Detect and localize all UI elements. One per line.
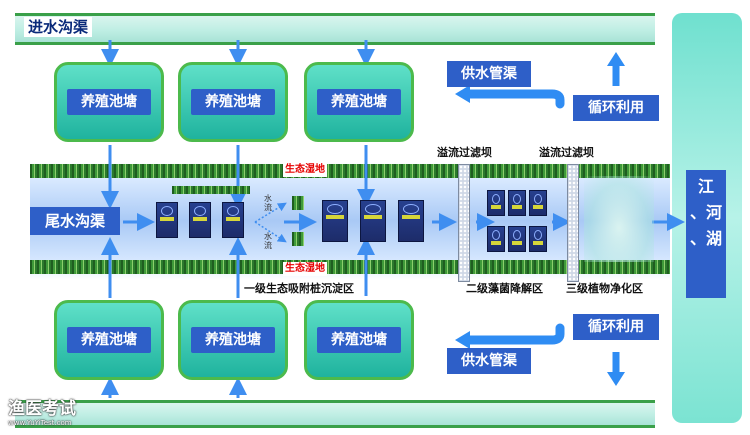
supply-pipe-label-bottom: 供水管渠 [447, 348, 531, 374]
algae-module [487, 226, 505, 252]
watermark-url: www.YuYiTest.com [8, 419, 72, 427]
destination-hu: 、湖 [689, 229, 722, 248]
algae-module [529, 190, 547, 216]
plant-purification-area [584, 176, 654, 262]
arrow-recycle-bottom-head [455, 331, 470, 349]
adsorption-module [360, 200, 386, 242]
pond-top-1: 养殖池塘 [54, 62, 164, 142]
inlet-channel-label: 进水沟渠 [24, 17, 93, 37]
watermark-title: 渔医考试 [8, 399, 76, 419]
recycle-label-bottom: 循环利用 [573, 314, 659, 340]
pond-label: 养殖池塘 [67, 89, 151, 115]
pond-label: 养殖池塘 [317, 327, 401, 353]
supply-pipe-label-top: 供水管渠 [447, 61, 531, 87]
pond-label: 养殖池塘 [191, 89, 275, 115]
pond-label: 养殖池塘 [317, 89, 401, 115]
overflow-filter-dam-2 [567, 164, 579, 282]
tail-channel-label: 尾水沟渠 [30, 207, 120, 235]
adsorption-module [222, 202, 244, 238]
algae-module [487, 190, 505, 216]
destination-label: 江 、河 、湖 [686, 170, 726, 298]
watermark: 渔医考试 www.YuYiTest.com [8, 399, 76, 428]
recycle-label-top: 循环利用 [573, 95, 659, 121]
stage1-label: 一级生态吸附桩沉淀区 [244, 282, 354, 295]
arrow-recycle-top-head [455, 85, 470, 103]
algae-module [508, 190, 526, 216]
overflow-dam-label-1: 溢流过滤坝 [437, 146, 492, 159]
adsorption-module [322, 200, 348, 242]
grass-patch [292, 196, 304, 210]
adsorption-module [398, 200, 424, 242]
adsorption-module [189, 202, 211, 238]
grass-top-strip [30, 164, 670, 178]
arrow-recycle-top [465, 89, 565, 109]
stage3-label: 三级植物净化区 [566, 282, 643, 295]
algae-module [529, 226, 547, 252]
water-flow-text-2: 水流 [264, 232, 272, 250]
grass-patch [172, 186, 250, 194]
water-flow-text-1: 水流 [264, 194, 272, 212]
destination-he: 、河 [689, 203, 722, 222]
overflow-dam-label-2: 溢流过滤坝 [539, 146, 594, 159]
adsorption-module [156, 202, 178, 238]
arrows-bottom-channel-to-ponds [101, 377, 247, 398]
stage2-label: 二级藻菌降解区 [466, 282, 543, 295]
inlet-channel [15, 13, 655, 45]
arrow-up-head [607, 52, 625, 66]
grass-bottom-strip [30, 260, 670, 274]
arrow-down-head [607, 372, 625, 386]
pond-top-3: 养殖池塘 [304, 62, 414, 142]
wetland-label-bottom: 生态湿地 [283, 262, 327, 276]
pond-label: 养殖池塘 [191, 327, 275, 353]
wetland-label-top: 生态湿地 [283, 163, 327, 177]
arrow-recycle-bottom [465, 323, 565, 345]
pond-top-2: 养殖池塘 [178, 62, 288, 142]
bottom-channel [15, 400, 655, 428]
destination-jiang: 江 [697, 177, 714, 196]
arrows-ponds-to-channel-bottom [101, 237, 375, 298]
pond-label: 养殖池塘 [67, 327, 151, 353]
arrows-inlet-to-ponds [101, 40, 375, 67]
overflow-filter-dam-1 [458, 164, 470, 282]
algae-module [508, 226, 526, 252]
pond-bottom-3: 养殖池塘 [304, 300, 414, 380]
pond-bottom-2: 养殖池塘 [178, 300, 288, 380]
grass-patch [292, 232, 304, 246]
arrows-water-flow-dashed [254, 202, 287, 243]
pond-bottom-1: 养殖池塘 [54, 300, 164, 380]
